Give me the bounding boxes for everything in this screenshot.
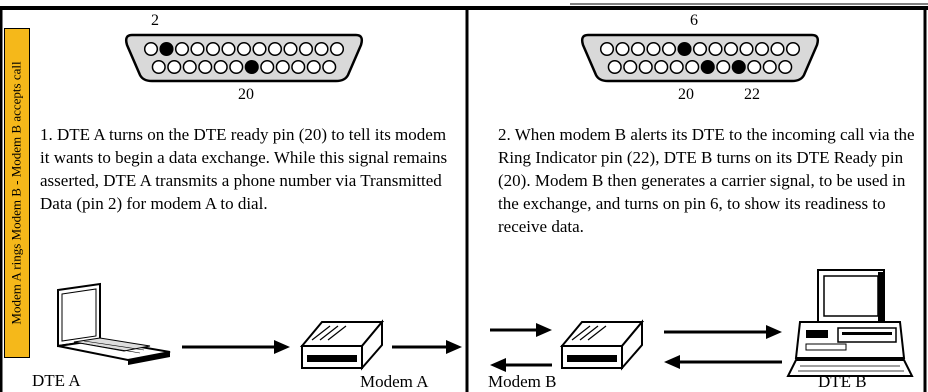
- pin-10: [283, 41, 298, 57]
- pin-17: [654, 59, 669, 75]
- pin-9: [723, 41, 739, 57]
- pin-4: [190, 41, 205, 57]
- pin-1: [599, 41, 615, 57]
- pin-21: [716, 59, 731, 75]
- pin-20: [700, 59, 715, 75]
- pin-23: [747, 59, 762, 75]
- arrow-left-icon: [490, 358, 552, 372]
- left-description: 1. DTE A turns on the DTE ready pin (20)…: [40, 125, 448, 213]
- modem-icon: [559, 319, 645, 371]
- left-pin-label-top: 2: [151, 12, 159, 29]
- right-description: 2. When modem B alerts its DTE to the in…: [498, 125, 915, 236]
- pin-3: [630, 41, 646, 57]
- desktop-computer-icon: [786, 269, 914, 377]
- pin-9: [267, 41, 283, 57]
- pin-25: [322, 59, 337, 75]
- pin-4: [646, 41, 661, 57]
- pin-5: [205, 41, 221, 57]
- pin-16: [182, 59, 197, 75]
- pin-13: [785, 41, 801, 57]
- side-label: Modem A rings Modem B - Modem B accepts …: [4, 28, 30, 358]
- modem-icon: [299, 319, 385, 371]
- pin-25: [778, 59, 793, 75]
- pin-18: [213, 59, 228, 75]
- pin-20: [244, 59, 259, 75]
- pin-2: [159, 41, 174, 57]
- pin-18: [669, 59, 684, 75]
- pin-8: [708, 41, 723, 57]
- pin-10: [739, 41, 754, 57]
- pin-3: [174, 41, 190, 57]
- pin-15: [167, 59, 182, 75]
- right-pin-label-bottom-1: 20: [678, 86, 694, 103]
- pin-7: [236, 41, 252, 57]
- pin-24: [762, 59, 777, 75]
- pin-21: [260, 59, 275, 75]
- pin-24: [306, 59, 321, 75]
- pin-1: [143, 41, 159, 57]
- pin-2: [615, 41, 630, 57]
- pin-7: [692, 41, 708, 57]
- arrow-right-icon: [490, 323, 552, 337]
- pin-19: [685, 59, 700, 75]
- pin-6: [677, 41, 692, 57]
- left-modem-label: Modem A: [360, 372, 429, 391]
- pin-17: [198, 59, 213, 75]
- right-pin-label-bottom-2: 22: [744, 86, 760, 103]
- pin-8: [252, 41, 267, 57]
- arrow-left-icon: [664, 355, 782, 369]
- right-pin-label-top: 6: [690, 12, 698, 29]
- pin-6: [221, 41, 236, 57]
- pin-13: [329, 41, 345, 57]
- arrow-right-icon: [664, 325, 782, 339]
- pin-11: [754, 41, 770, 57]
- right-computer-label: DTE B: [818, 372, 867, 391]
- left-computer-label: DTE A: [32, 371, 81, 390]
- right-modem-label: Modem B: [488, 372, 557, 391]
- pin-11: [298, 41, 314, 57]
- pin-22: [731, 59, 746, 75]
- pin-22: [275, 59, 290, 75]
- pin-14: [607, 59, 622, 75]
- arrow-right-icon: [392, 340, 462, 354]
- arrow-right-icon: [182, 340, 290, 354]
- pin-12: [770, 41, 785, 57]
- pin-16: [638, 59, 653, 75]
- pin-15: [623, 59, 638, 75]
- pin-5: [661, 41, 677, 57]
- left-pin-label-bottom: 20: [238, 86, 254, 103]
- pin-23: [291, 59, 306, 75]
- pin-12: [314, 41, 329, 57]
- pin-19: [229, 59, 244, 75]
- pin-14: [151, 59, 166, 75]
